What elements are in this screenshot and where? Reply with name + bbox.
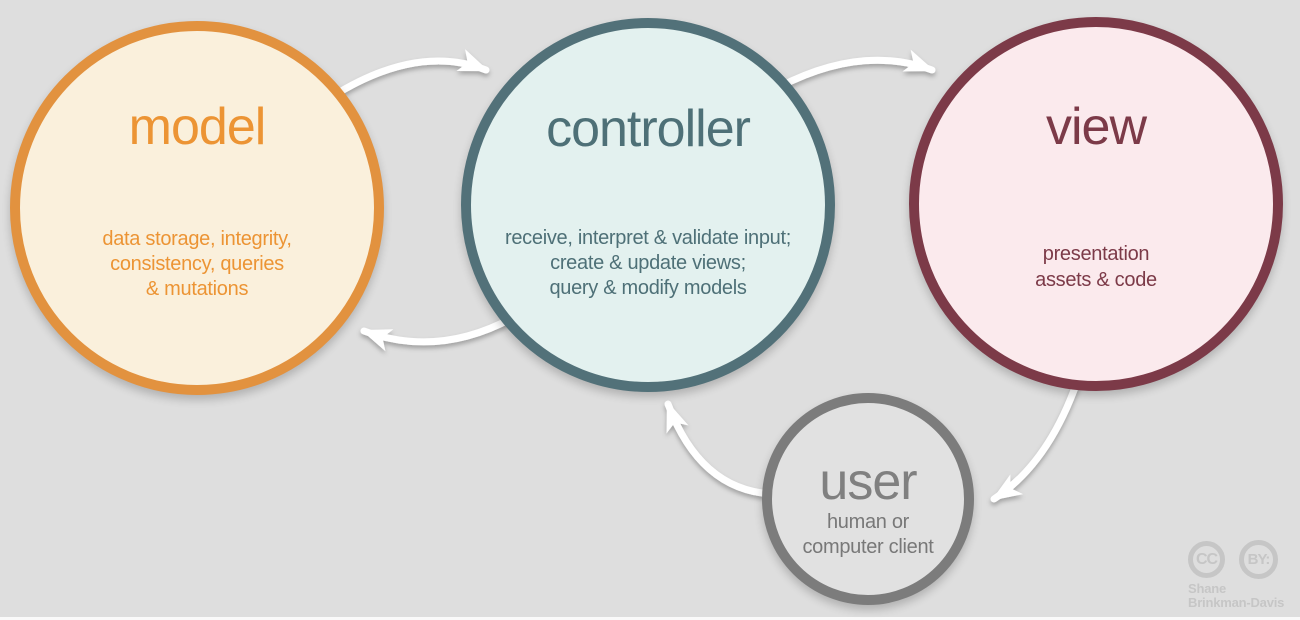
controller-node: controller receive, interpret & validate…: [461, 18, 835, 392]
controller-title: controller: [546, 100, 751, 158]
bottom-edge-highlight: [0, 617, 1300, 620]
license-attribution: CC BY: Shane Brinkman-Davis: [1188, 540, 1284, 610]
view-node: view presentation assets & code: [909, 17, 1283, 391]
cc-icon: CC: [1188, 541, 1225, 578]
controller-description-line: receive, interpret & validate input;: [504, 227, 792, 249]
controller-description: receive, interpret & validate input; cre…: [471, 226, 825, 301]
arrow-user-to-controller: [664, 400, 776, 498]
view-description-line: assets & code: [1035, 269, 1157, 291]
cc-by-icon: BY:: [1239, 540, 1278, 579]
user-node: user human or computer client: [762, 393, 974, 605]
license-badges: CC BY:: [1188, 540, 1284, 579]
user-description-line: computer client: [802, 536, 934, 558]
arrow-controller-to-view: [775, 49, 936, 91]
model-description-line: data storage, integrity,: [102, 228, 292, 250]
controller-description-line: create & update views;: [550, 252, 746, 274]
author-credit-line: Shane: [1188, 581, 1227, 596]
model-description-line: consistency, queries: [110, 253, 284, 275]
cc-by-icon-label: BY:: [1247, 551, 1271, 568]
view-title: view: [1045, 98, 1147, 156]
model-description-line: & mutations: [145, 278, 249, 300]
arrow-view-to-user: [990, 378, 1081, 503]
author-credit: Shane Brinkman-Davis: [1188, 582, 1284, 610]
user-title: user: [819, 453, 917, 511]
model-description: data storage, integrity, consistency, qu…: [20, 227, 374, 302]
user-description: human or computer client: [772, 510, 964, 560]
model-node: model data storage, integrity, consisten…: [10, 21, 384, 395]
controller-description-line: query & modify models: [549, 277, 747, 299]
user-description-line: human or: [826, 511, 910, 533]
author-credit-line: Brinkman-Davis: [1188, 595, 1285, 610]
cc-icon-label: CC: [1195, 550, 1218, 568]
model-title: model: [128, 98, 267, 156]
arrow-controller-to-model: [360, 314, 516, 352]
view-description-line: presentation: [1042, 243, 1150, 265]
view-description: presentation assets & code: [919, 241, 1273, 293]
arrow-model-to-controller: [334, 49, 490, 97]
